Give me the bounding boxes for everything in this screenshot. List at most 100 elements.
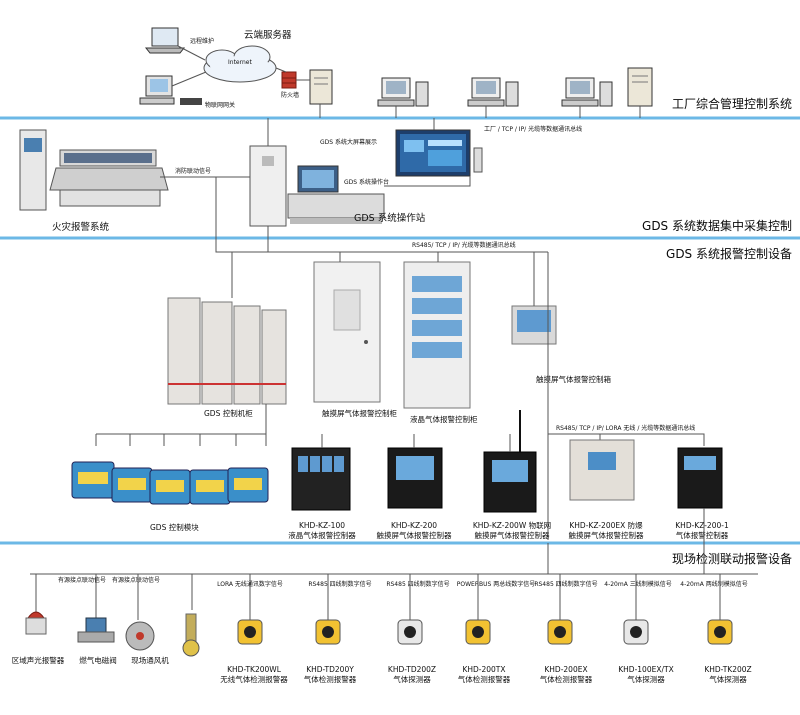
detector-desc-7: 气体探测器 [709, 674, 747, 684]
wire-ws-bus [395, 106, 641, 118]
detector-model-2: KHD-TD200Y [306, 665, 354, 674]
wire-modules [95, 404, 267, 446]
section-alarm-ctrl: GDS 系统报警控制设备 [666, 246, 792, 261]
wire-cabinets [231, 252, 535, 306]
section-field-detect: 现场检测联动报警设备 [672, 551, 792, 566]
internet-label: Internet [228, 59, 252, 66]
signal-6: 4-20mA 三线制模拟信号 [604, 580, 671, 588]
fire-alarm-panel [19, 129, 169, 211]
signal-3: RS485 四线制数字信号 [386, 580, 449, 588]
module-label: GDS 控制模块 [150, 522, 199, 532]
gds-module [227, 467, 269, 503]
ctrl-desc-1: 液晶气体报警控制器 [288, 530, 356, 540]
server-icon [309, 69, 333, 105]
detector-model-5: KHD-200EX [544, 665, 587, 674]
wire-pc-cloud [171, 71, 207, 87]
detector-desc-3: 气体探测器 [393, 674, 431, 684]
detector-desc-2: 气体检测报警器 [304, 674, 357, 684]
lcd-cabinet [403, 261, 471, 409]
detector-icon [707, 619, 733, 645]
ctrl-model-1: KHD-KZ-100 [299, 521, 345, 530]
ctrl-model-4: KHD-KZ-200EX 防爆 [569, 520, 643, 530]
controller-kz100 [291, 447, 351, 511]
passive-linkage-1: 有源接点联动信号 [58, 576, 106, 584]
actuator-1: 区域声光报警器 [12, 655, 65, 665]
detector-model-4: KHD-200TX [462, 665, 505, 674]
ctrl-model-5: KHD-KZ-200-1 [675, 521, 729, 530]
detector-icon [547, 619, 573, 645]
detector-icon [397, 619, 423, 645]
signal-4: POWERBUS 两总线数字信号 [457, 580, 535, 588]
actuator-2: 燃气电磁阀 [79, 655, 117, 665]
server-icon [627, 67, 653, 107]
section-data-collect: GDS 系统数据集中采集控制 [642, 218, 792, 233]
controller-kz200w [483, 410, 537, 513]
fan-icon [125, 621, 155, 651]
wire-field-drops [547, 508, 705, 574]
wire-cloud-fw [275, 67, 287, 73]
gds-module [111, 467, 153, 503]
remote-maint-label: 远程维护 [190, 37, 214, 45]
ctrl-desc-5: 气体报警控制器 [676, 530, 729, 540]
control-cabinet [167, 297, 287, 405]
passive-linkage-2: 有源接点联动信号 [112, 576, 160, 584]
antenna-detector-icon [182, 613, 200, 657]
ctrl-desc-4: 触摸屏气体报警控制器 [569, 530, 644, 540]
wire-bus-485 [215, 177, 548, 253]
detector-desc-6: 气体探测器 [627, 674, 665, 684]
laptop-icon [144, 27, 186, 54]
section-factory-mgmt: 工厂综合管理控制系统 [672, 96, 792, 111]
detector-icon [465, 619, 491, 645]
beacon-icon [25, 611, 47, 635]
big-screen [395, 129, 483, 177]
big-screen-label: GDS 系统大屏幕展示 [320, 138, 377, 146]
detector-icon [315, 619, 341, 645]
desktop-pc-icon [139, 75, 175, 105]
ctrl-model-2: KHD-KZ-200 [391, 521, 437, 530]
detector-model-7: KHD-TK200Z [704, 665, 751, 674]
detector-icon [237, 619, 263, 645]
gateway-icon [180, 98, 202, 105]
controller-kz200-1 [677, 447, 723, 509]
touch-box-label: 触摸屏气体报警控制箱 [536, 374, 611, 384]
workstation-icon [467, 77, 519, 107]
detector-desc-1: 无线气体检测报警器 [220, 674, 288, 684]
signal-5: RS485 四线制数字信号 [534, 580, 597, 588]
detector-model-1: KHD-TK200WL [227, 665, 282, 674]
workstation-cabinet [249, 145, 287, 227]
controller-kz200ex [569, 439, 635, 501]
detector-model-3: KHD-TD200Z [388, 665, 436, 674]
bus485-label: RS485/ TCP / IP/ 光缆等数据通讯总线 [412, 241, 516, 249]
signal-7: 4-20mA 两线制模拟信号 [680, 580, 747, 588]
gds-module [71, 461, 115, 499]
operator-desk-label: GDS 系统操作台 [344, 178, 389, 186]
wire-screen-desk [384, 176, 471, 187]
ctrl-model-3: KHD-KZ-200W 物联网 [473, 520, 551, 530]
workstation-icon [561, 77, 613, 107]
operator-desk [287, 165, 385, 224]
firewall-icon [281, 71, 297, 89]
lcd-cabinet-label: 液晶气体报警控制柜 [410, 414, 478, 424]
detector-icon [623, 619, 649, 645]
controller-kz200 [387, 447, 443, 509]
workstation-label: GDS 系统操作站 [354, 212, 426, 224]
gds-module [149, 469, 191, 505]
detector-desc-4: 气体检测报警器 [458, 674, 511, 684]
ctrl-desc-3: 触摸屏气体报警控制器 [475, 530, 550, 540]
workstation-icon [377, 77, 429, 107]
iot-gateway-label: 物联网网关 [205, 101, 235, 109]
detector-model-6: KHD-100EX/TX [618, 665, 673, 674]
touch-cabinet [313, 261, 381, 403]
actuator-3: 现场通风机 [131, 655, 169, 665]
firewall-label: 防火墙 [281, 91, 299, 99]
detector-desc-5: 气体检测报警器 [540, 674, 593, 684]
controllers-bus-label: RS485/ TCP / IP/ LORA 无线 / 光缆等数据通讯总线 [556, 424, 695, 432]
signal-2: RS485 四线制数字信号 [308, 580, 371, 588]
control-cabinet-label: GDS 控制机柜 [204, 408, 253, 418]
gds-module [189, 469, 231, 505]
fire-alarm-label: 火灾报警系统 [52, 221, 110, 233]
cloud-server-label: 云端服务器 [244, 29, 292, 41]
touch-cabinet-label: 触摸屏气体报警控制柜 [322, 408, 397, 418]
linkage-signal-label: 消防联动信号 [175, 167, 211, 175]
